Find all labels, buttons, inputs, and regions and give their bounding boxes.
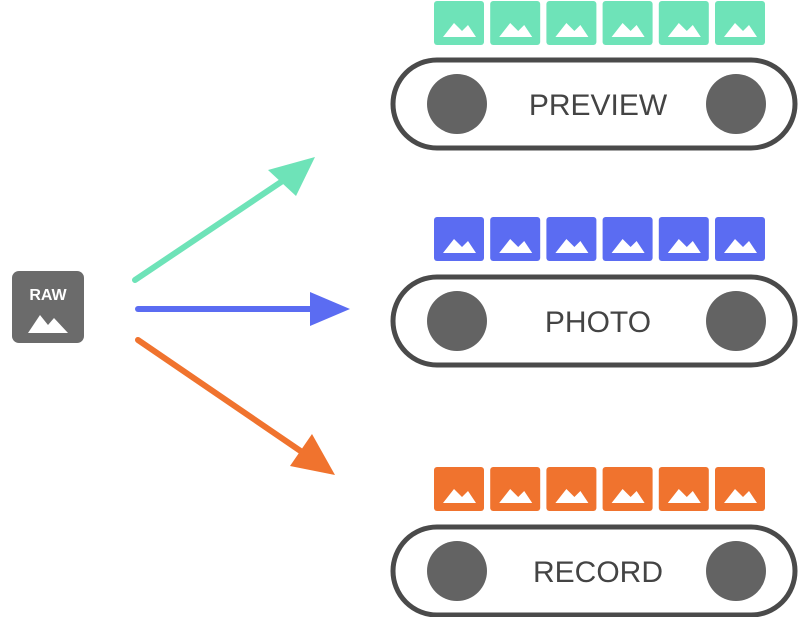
stream-record: RECORD (390, 467, 798, 617)
frame-strip (434, 467, 765, 511)
frame-image-icon (546, 467, 597, 511)
frame-image-icon (490, 1, 541, 45)
arrow-to-preview (132, 157, 315, 283)
frame-image-icon (658, 467, 709, 511)
frame-strip (434, 1, 765, 45)
frame-image-icon (658, 217, 709, 261)
frame-image-icon (546, 217, 597, 261)
streams-group: PREVIEW PHOTO RECORD (390, 1, 798, 617)
left-roller (427, 74, 487, 134)
raw-source: RAW (12, 271, 84, 343)
right-roller (706, 291, 766, 351)
arrow-to-record (135, 337, 335, 475)
mountain-icon (28, 315, 68, 333)
arrows-group (132, 157, 350, 475)
left-roller (427, 541, 487, 601)
stream-label-preview: PREVIEW (529, 89, 668, 122)
stream-label-record: RECORD (533, 556, 663, 589)
frame-image-icon (602, 217, 653, 261)
frame-image-icon (434, 217, 484, 261)
frame-image-icon (602, 467, 653, 511)
arrow-to-photo (135, 292, 350, 326)
frame-strip (434, 217, 765, 261)
frame-image-icon (546, 1, 597, 45)
left-roller (427, 291, 487, 351)
frame-image-icon (490, 467, 541, 511)
right-roller (706, 541, 766, 601)
raw-image-icon (12, 271, 84, 343)
frame-image-icon (434, 1, 484, 45)
raw-label: RAW (29, 287, 67, 304)
frame-image-icon (715, 217, 765, 261)
stream-photo: PHOTO (390, 217, 798, 368)
stream-preview: PREVIEW (390, 1, 798, 151)
frame-image-icon (434, 467, 484, 511)
stream-label-photo: PHOTO (545, 306, 651, 339)
frame-image-icon (715, 1, 765, 45)
frame-image-icon (715, 467, 765, 511)
right-roller (706, 74, 766, 134)
conveyor-belt: PHOTO (390, 274, 798, 368)
conveyor-belt: RECORD (390, 524, 798, 617)
frame-image-icon (658, 1, 709, 45)
frame-image-icon (602, 1, 653, 45)
frame-image-icon (490, 217, 541, 261)
conveyor-belt: PREVIEW (390, 57, 798, 151)
